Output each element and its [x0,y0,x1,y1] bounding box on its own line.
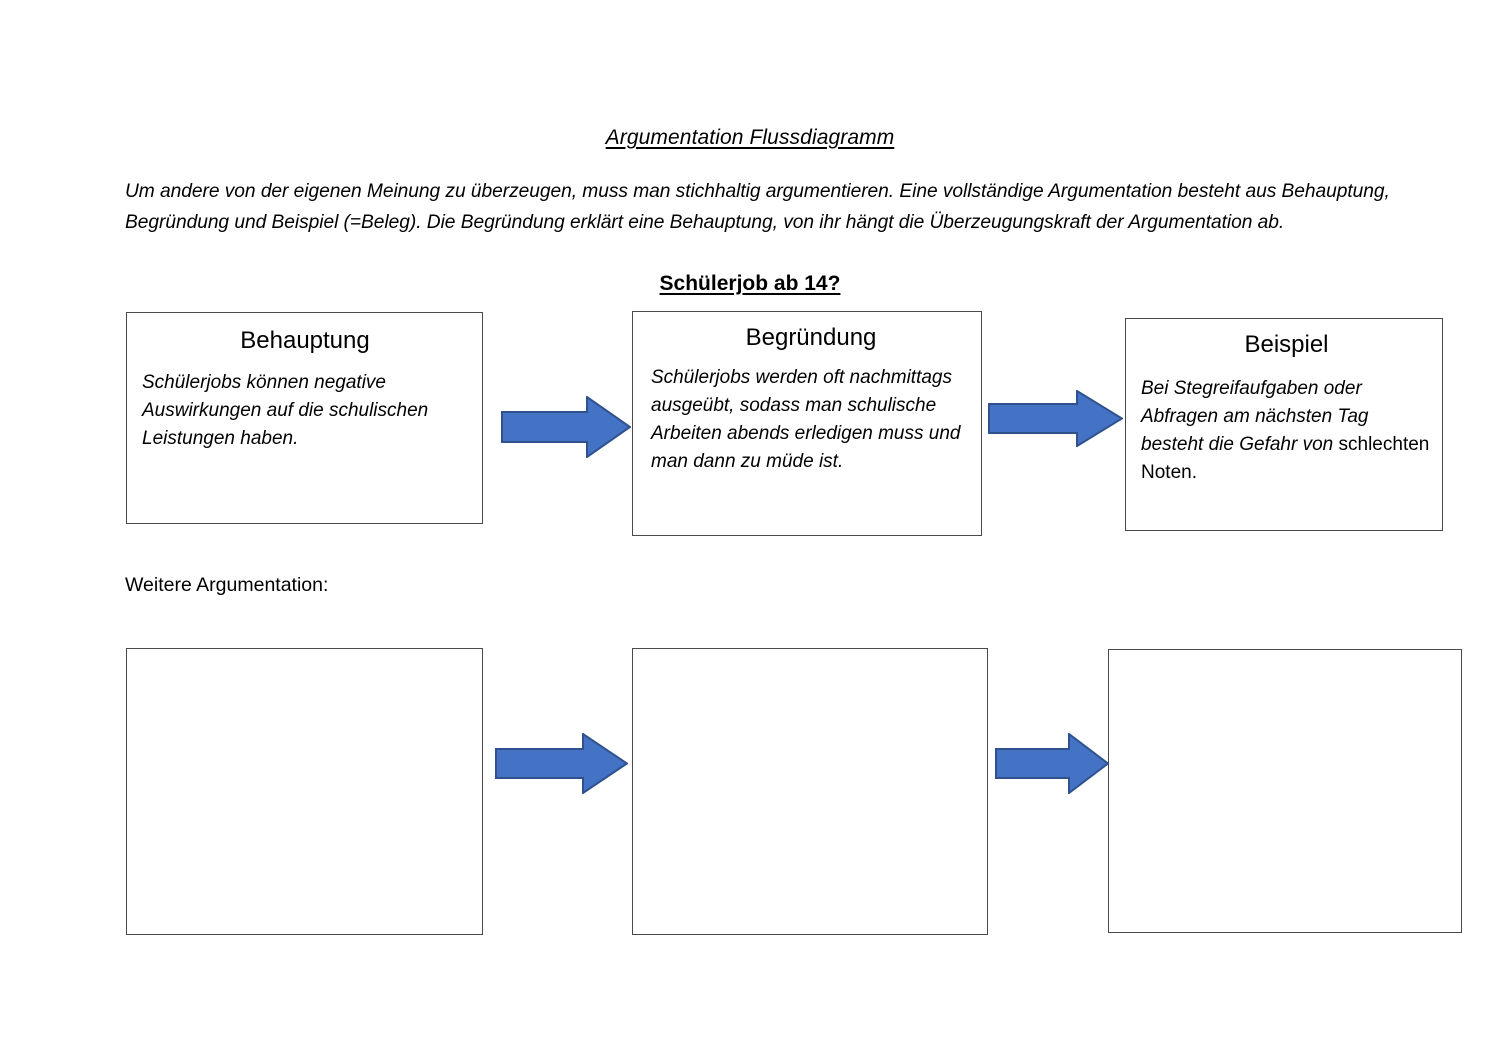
flow-box-heading: Beispiel [1244,331,1329,358]
flow-box-heading: Behauptung [240,327,370,354]
flow-box-body: Schülerjobs werden oft nachmittags ausge… [651,366,961,472]
flow-box-body: Bei Stegreifaufgaben oder Abfragen am nä… [1141,375,1432,487]
flow-box-beispiel[interactable]: Beispiel Bei Stegreifaufgaben oder Abfra… [1125,318,1443,531]
flow-box-begruendung[interactable]: Begründung Schülerjobs werden oft nachmi… [632,311,982,536]
flow-box-blank-2[interactable] [632,648,988,935]
flow-box-heading: Begründung [745,324,877,351]
arrow-right-icon [501,396,631,458]
topic-subtitle: Schülerjob ab 14? [659,272,841,295]
flow-box-body-upright: schlechten Noten. [1141,433,1430,483]
arrow-right-icon [995,733,1109,794]
flow-box-behauptung[interactable]: Behauptung Schülerjobs können negative A… [126,312,483,524]
flow-box-body: Schülerjobs können negative Auswirkungen… [142,371,429,449]
flow-box-blank-1[interactable] [126,648,483,935]
further-argumentation-label: Weitere Argumentation: [125,574,329,596]
flow-box-blank-3[interactable] [1108,649,1462,933]
flow-box-body-italic: Bei Stegreifaufgaben oder Abfragen am nä… [1141,377,1369,455]
intro-paragraph: Um andere von der eigenen Meinung zu übe… [125,181,1390,233]
arrow-right-icon [495,733,628,794]
page-title: Argumentation Flussdiagramm [605,126,895,149]
arrow-right-icon [988,390,1123,447]
